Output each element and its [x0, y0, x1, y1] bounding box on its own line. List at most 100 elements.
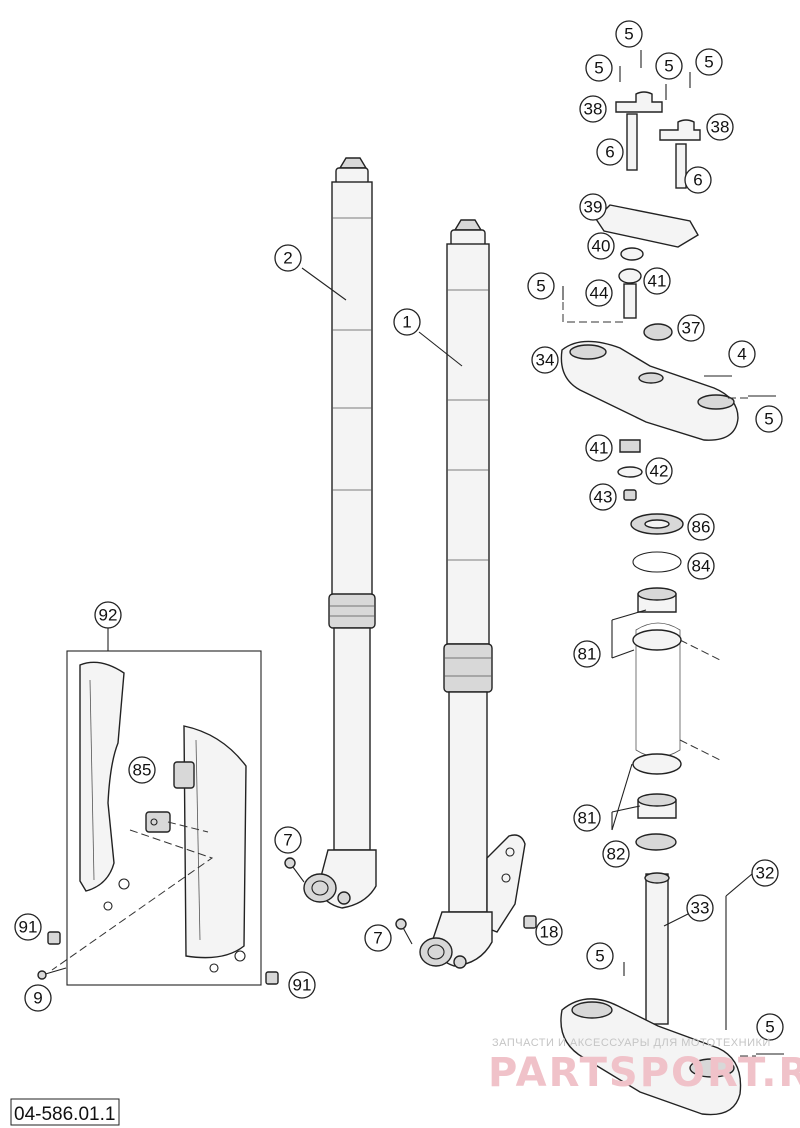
callout-label: 5	[664, 57, 673, 76]
watermark-brand: PARTSPORT.RU	[488, 1050, 800, 1096]
callout-5-g: 5	[586, 942, 614, 970]
callout-label: 5	[765, 1018, 774, 1037]
screw-91-left	[47, 931, 61, 945]
callout-7-left: 7	[274, 826, 302, 854]
callout-38-right: 38	[706, 113, 734, 141]
callout-label: 39	[584, 198, 603, 217]
nut-18	[523, 915, 537, 929]
callout-86: 86	[687, 513, 715, 541]
handlebar-clamp-top-right	[659, 119, 701, 141]
callout-5-c: 5	[655, 52, 683, 80]
callout-label: 9	[33, 989, 42, 1008]
callout-5-a: 5	[615, 20, 643, 48]
callout-label: 7	[283, 831, 292, 850]
bushing-40	[620, 247, 644, 261]
fork-leg-right	[419, 219, 526, 969]
screw-91-right	[265, 971, 279, 985]
steering-stem-33	[644, 872, 670, 1025]
callout-label: 41	[648, 272, 667, 291]
callout-label: 44	[590, 284, 609, 303]
callout-label: 5	[624, 25, 633, 44]
callout-label: 7	[373, 929, 382, 948]
callout-5-f: 5	[755, 405, 783, 433]
callout-label: 32	[756, 864, 775, 883]
callout-label: 91	[293, 976, 312, 995]
bearing-81-bottom	[637, 793, 677, 819]
callout-82: 82	[602, 840, 630, 868]
callout-label: 40	[592, 237, 611, 256]
callout-6-right: 6	[684, 166, 712, 194]
callout-2: 2	[274, 244, 302, 272]
fork-leg-left	[303, 157, 377, 909]
screw-7-right	[395, 918, 413, 945]
bearing-race-81	[632, 753, 682, 775]
callout-81-top: 81	[573, 640, 601, 668]
fork-guard-right	[173, 725, 247, 973]
callout-92: 92	[94, 601, 122, 629]
callout-label: 81	[578, 645, 597, 664]
callout-41-top: 41	[643, 267, 671, 295]
diagram-code-label: 04-586.01.1	[14, 1104, 115, 1125]
callout-label: 91	[19, 918, 38, 937]
watermark-tagline: ЗАПЧАСТИ И АКСЕССУАРЫ ДЛЯ МОТОТЕХНИКИ	[492, 1037, 771, 1049]
callout-43: 43	[589, 483, 617, 511]
seal-82	[635, 833, 677, 851]
bearing-81-top	[637, 587, 677, 613]
callout-label: 82	[607, 845, 626, 864]
callout-38-left: 38	[579, 95, 607, 123]
callout-5-h: 5	[756, 1013, 784, 1041]
callout-44: 44	[585, 279, 613, 307]
callout-label: 5	[704, 53, 713, 72]
callout-85: 85	[128, 756, 156, 784]
callout-91-left: 91	[14, 913, 42, 941]
callout-81-bottom: 81	[573, 804, 601, 832]
callout-label: 5	[594, 59, 603, 78]
lower-triple-clamp-32	[560, 998, 742, 1116]
callout-label: 5	[595, 947, 604, 966]
fork-guard-kit-frame	[66, 650, 262, 986]
sleeve-44	[623, 283, 637, 319]
callout-5-b: 5	[585, 54, 613, 82]
washer-42	[617, 466, 643, 478]
callout-label: 92	[99, 606, 118, 625]
callout-34: 34	[531, 346, 559, 374]
callout-label: 5	[764, 410, 773, 429]
callout-label: 33	[691, 899, 710, 918]
callout-42: 42	[645, 457, 673, 485]
screw-7-left	[284, 857, 305, 883]
callout-label: 42	[650, 462, 669, 481]
bushing-41-top	[618, 268, 642, 284]
nut-43	[623, 489, 637, 501]
callout-label: 84	[692, 557, 711, 576]
callout-1: 1	[393, 308, 421, 336]
dust-seal-86	[630, 513, 684, 535]
stem-nut-37	[643, 323, 673, 341]
callout-label: 41	[590, 439, 609, 458]
callout-5-d: 5	[695, 48, 723, 76]
callout-91-right: 91	[288, 971, 316, 999]
callout-label: 38	[711, 118, 730, 137]
callout-label: 81	[578, 809, 597, 828]
fork-guard-left	[79, 661, 130, 911]
callout-label: 43	[594, 488, 613, 507]
callout-33: 33	[686, 894, 714, 922]
o-ring-84	[632, 551, 682, 573]
callout-label: 6	[605, 143, 614, 162]
callout-label: 4	[737, 345, 746, 364]
callout-label: 18	[540, 923, 559, 942]
callout-label: 5	[536, 277, 545, 296]
callout-label: 85	[133, 761, 152, 780]
upper-triple-clamp-34	[560, 340, 739, 441]
callout-84: 84	[687, 552, 715, 580]
callout-9: 9	[24, 984, 52, 1012]
callout-40: 40	[587, 232, 615, 260]
callout-41-mid: 41	[585, 434, 613, 462]
clamp-screws-top	[619, 50, 691, 100]
callout-18: 18	[535, 918, 563, 946]
callout-label: 34	[536, 351, 555, 370]
callout-32: 32	[751, 859, 779, 887]
nut-41-mid	[619, 439, 641, 453]
handlebar-clamp-top-left	[615, 91, 663, 113]
callout-label: 1	[402, 313, 411, 332]
